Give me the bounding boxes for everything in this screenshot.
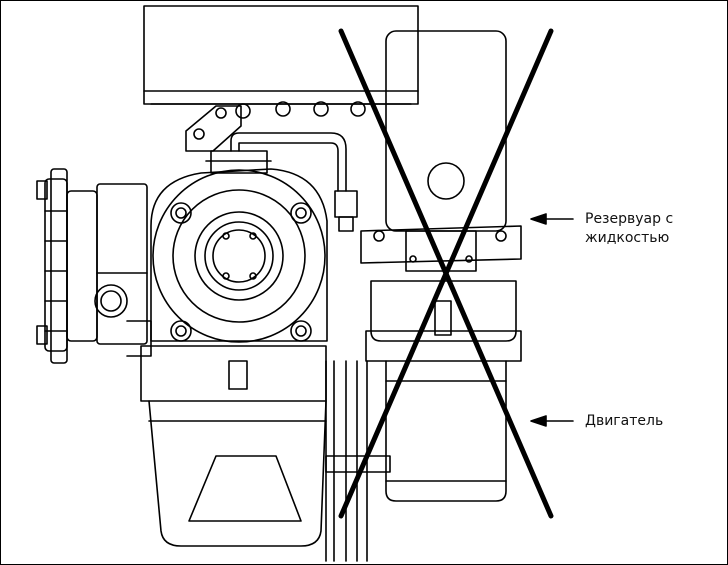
pump-body: [150, 132, 358, 343]
upper-housing: [143, 5, 419, 152]
callout-arrows: [530, 213, 574, 427]
lower-bowl: [140, 345, 327, 547]
motor-callout-label: Двигатель: [585, 413, 664, 429]
left-module: [36, 168, 152, 364]
support-pipes: [325, 360, 391, 562]
right-module: [360, 30, 522, 502]
reservoir-callout-label: Резервуар с жидкостью: [585, 211, 674, 246]
crossed-out-mark: [338, 28, 554, 519]
